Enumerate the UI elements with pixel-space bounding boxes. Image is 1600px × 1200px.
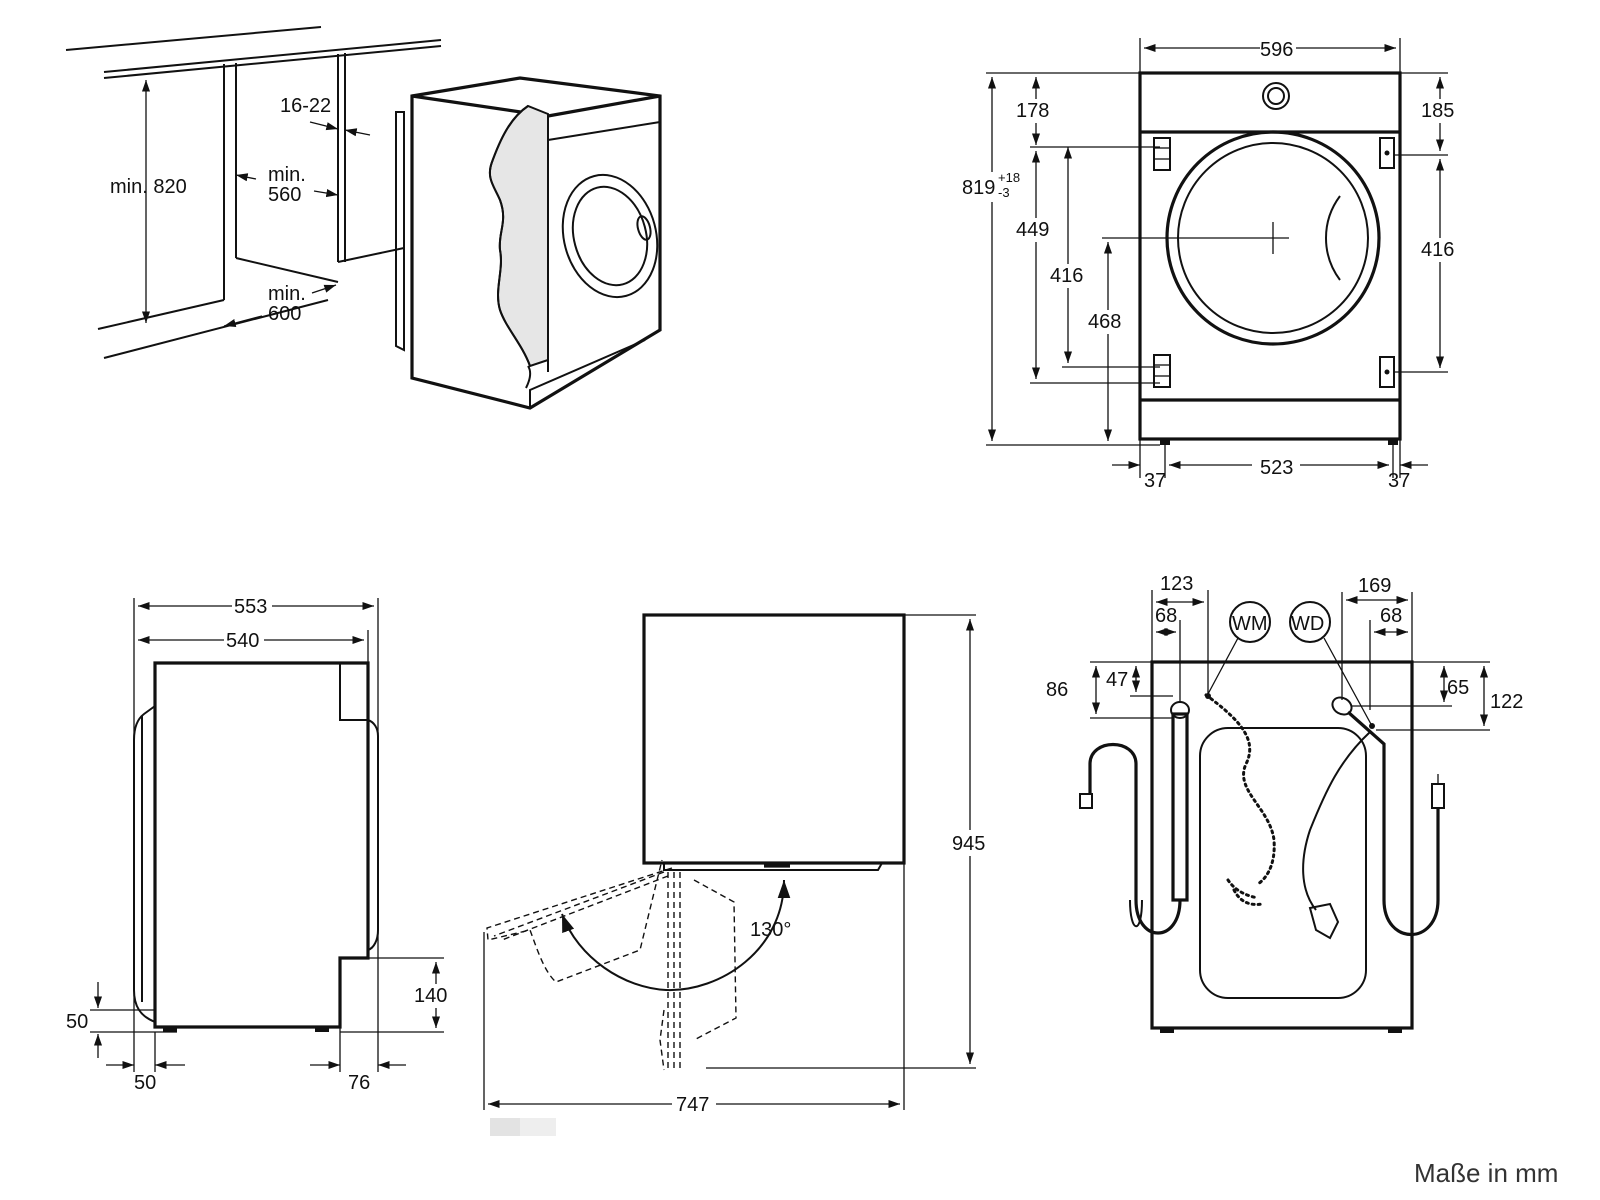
rear-right-outer-label: 169 <box>1358 575 1391 597</box>
niche-depth-label-2: 600 <box>268 303 301 325</box>
front-view: 596 819 +18 -3 178 449 416 468 185 <box>960 38 1461 492</box>
rear-left-outer-label: 123 <box>1160 573 1193 595</box>
front-top-right-label: 185 <box>1421 100 1454 122</box>
niche-width-label-2: 560 <box>268 184 301 206</box>
rear-right-height-outer-label: 122 <box>1490 691 1523 713</box>
side-view: 553 540 50 50 76 140 <box>66 596 456 1094</box>
front-door-center-label: 468 <box>1088 311 1121 333</box>
unit-note: Maße in mm <box>1414 1158 1558 1188</box>
side-depth-total-label: 553 <box>234 596 267 618</box>
side-foot-back-label: 76 <box>348 1072 370 1094</box>
front-hinge-outer-label: 449 <box>1016 219 1049 241</box>
rear-right-height-inner-label: 65 <box>1447 677 1469 699</box>
door-height-label: 945 <box>952 833 985 855</box>
front-right-span-label: 416 <box>1421 239 1454 261</box>
side-rear-step-label: 140 <box>414 985 447 1007</box>
rear-right-inner-label: 68 <box>1380 605 1402 627</box>
front-height-label: 819 <box>962 177 995 199</box>
front-top-left-label: 178 <box>1016 100 1049 122</box>
niche-width-label-1: min. <box>268 164 306 186</box>
rear-left-height-outer-label: 86 <box>1046 679 1068 701</box>
front-height-tol-plus: +18 <box>998 170 1020 185</box>
front-height-tol-minus: -3 <box>998 185 1010 200</box>
niche-height-label: min. 820 <box>110 176 187 198</box>
niche-view: min. 820 16-22 min. 560 min. 600 <box>65 26 662 410</box>
front-foot-span-label: 523 <box>1260 457 1293 479</box>
door-angle-label: 130° <box>750 919 791 941</box>
rear-left-height-inner-label: 47 <box>1106 669 1128 691</box>
rear-tag-wd: WD <box>1291 613 1324 635</box>
front-width-label: 596 <box>1260 39 1293 61</box>
door-width-label: 747 <box>676 1094 709 1116</box>
door-open-view: 130° 945 747 <box>483 613 994 1136</box>
front-foot-right-label: 37 <box>1388 470 1410 492</box>
rear-view: WM WD 123 68 86 47 169 68 <box>1046 570 1530 1033</box>
niche-depth-label-1: min. <box>268 283 306 305</box>
front-hinge-inner-label: 416 <box>1050 265 1083 287</box>
niche-gap-label: 16-22 <box>280 95 331 117</box>
rear-tag-wm: WM <box>1232 613 1268 635</box>
side-depth-body-label: 540 <box>226 630 259 652</box>
side-bottom-offset-label: 50 <box>66 1011 88 1033</box>
rear-left-inner-label: 68 <box>1155 605 1177 627</box>
side-foot-front-label: 50 <box>134 1072 156 1094</box>
front-foot-left-label: 37 <box>1144 470 1166 492</box>
